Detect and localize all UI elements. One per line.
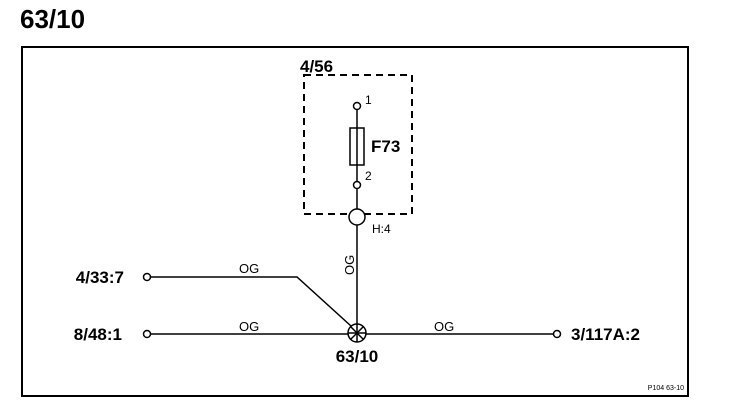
splice-label: 63/10 [336,347,379,366]
fuse-pin-2-terminal [352,180,362,190]
wire-color-left-upper: OG [239,261,259,276]
vertical-wire-color-label: OG [342,255,357,275]
wire-left-upper [151,276,352,327]
fuse-pin-1-terminal [352,101,362,111]
page-title: 63/10 [20,4,85,34]
terminal-label-right: 3/117A:2 [571,325,640,344]
terminal-label-left-upper: 4/33:7 [76,268,124,287]
fuse-pin-1-label: 1 [365,93,372,107]
connector-label: H:4 [372,222,391,236]
reference-code: P104 63-10 [648,385,684,392]
terminal-right [552,329,562,339]
wire-color-right: OG [434,319,454,334]
fuse-pin-2-label: 2 [365,169,372,183]
fuse-label: F73 [371,137,400,156]
diagram-frame [21,46,689,397]
terminal-label-left-lower: 8/48:1 [74,325,122,344]
terminal-left-upper [142,272,152,282]
wire-color-left-lower: OG [239,319,259,334]
module-label: 4/56 [300,57,333,76]
terminal-left-lower [142,329,152,339]
connector-h4-symbol [348,208,366,226]
splice-symbol [347,323,367,343]
